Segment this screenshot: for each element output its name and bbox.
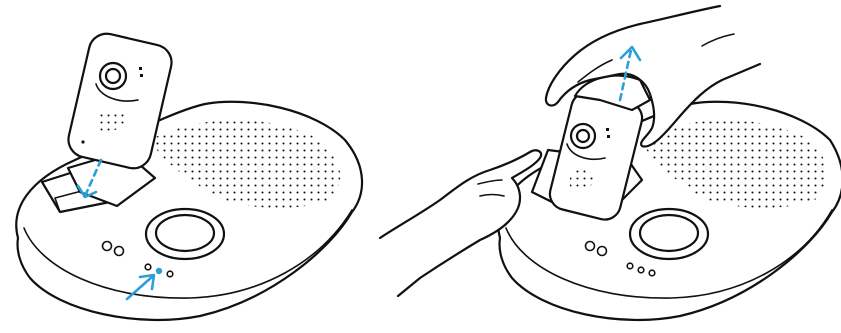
indicator-light-3-left	[167, 271, 173, 277]
small-button-2-right	[598, 247, 607, 256]
small-button-2-left	[115, 247, 124, 256]
base-station-right	[498, 102, 841, 320]
right-panel	[380, 6, 841, 320]
indicator-light-2-right	[638, 267, 644, 273]
indicator-light-1-left	[145, 264, 151, 270]
indicator-light-1-right	[627, 263, 633, 269]
small-button-1-right	[586, 242, 595, 251]
indicator-light-2-left	[156, 268, 162, 274]
center-button-left	[146, 209, 224, 259]
center-button-right	[630, 209, 708, 259]
indicator-light-3-right	[649, 270, 655, 276]
small-button-1-left	[103, 242, 112, 251]
left-panel	[16, 30, 362, 320]
